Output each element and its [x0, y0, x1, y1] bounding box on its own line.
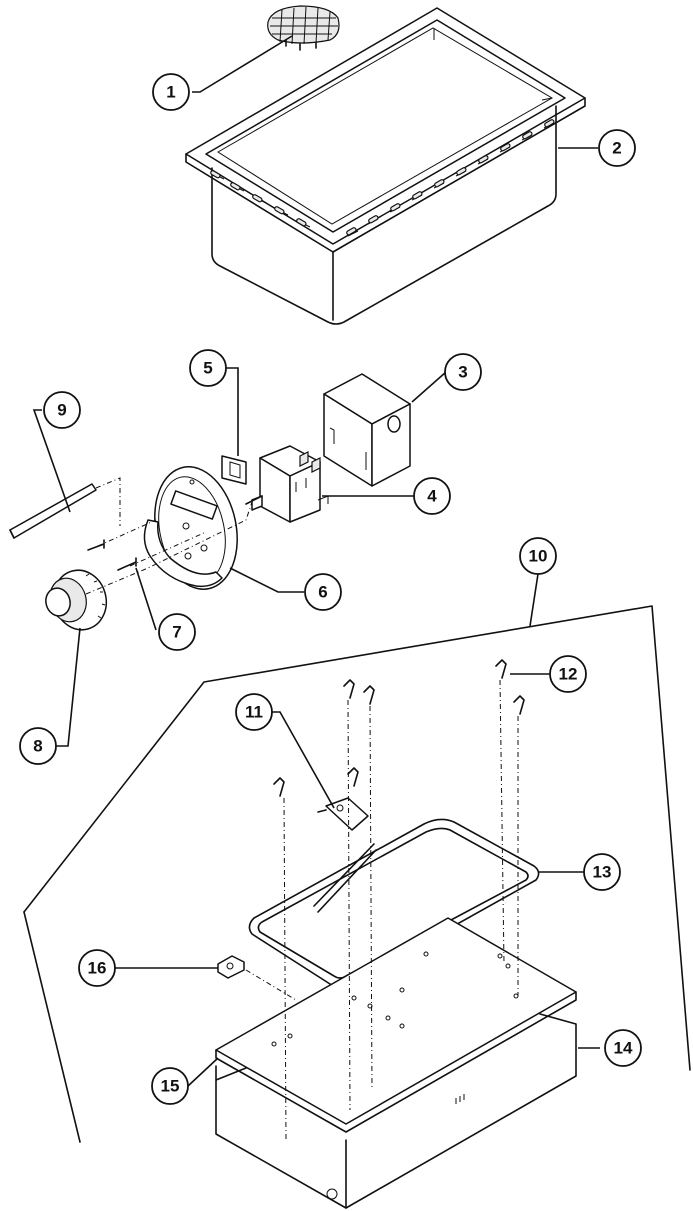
callout-7: 7	[158, 613, 196, 651]
callout-14: 14	[604, 1029, 642, 1067]
callout-label: 4	[427, 487, 437, 506]
callout-label: 14	[614, 1039, 633, 1058]
callout-13: 13	[583, 853, 621, 891]
callout-label: 7	[172, 623, 181, 642]
callout-label: 11	[245, 703, 263, 722]
callout-label: 15	[161, 1077, 180, 1096]
callout-15: 15	[151, 1067, 189, 1105]
callout-4: 4	[413, 477, 451, 515]
callout-label: 6	[318, 583, 327, 602]
part-shaft-rod	[9, 483, 97, 539]
callout-1: 1	[152, 73, 190, 111]
part-heater-assembly-outline	[23, 605, 691, 1143]
part-control-knob	[45, 569, 108, 631]
callout-9: 9	[43, 391, 81, 429]
callout-label: 13	[593, 863, 612, 882]
part-limit-switch	[317, 797, 369, 831]
callout-label: 1	[166, 83, 175, 102]
callout-16: 16	[78, 949, 116, 987]
part-housing	[215, 1013, 577, 1209]
part-insulation-plate	[215, 917, 577, 1133]
part-thermostat	[245, 445, 329, 523]
callout-5: 5	[189, 349, 227, 387]
part-gasket	[221, 455, 247, 485]
part-screws	[87, 539, 137, 571]
callout-label: 3	[458, 363, 467, 382]
part-junction-box	[323, 373, 411, 487]
callout-label: 16	[88, 959, 107, 978]
part-element-clips	[273, 659, 525, 797]
part-terminal-block	[217, 955, 245, 979]
callout-label: 2	[612, 139, 621, 158]
callout-6: 6	[304, 573, 342, 611]
callout-3: 3	[444, 353, 482, 391]
callout-label: 5	[203, 359, 212, 378]
part-mounting-bezel	[143, 466, 238, 590]
callout-11: 11	[235, 693, 273, 731]
leader-lines	[32, 35, 600, 1087]
callout-label: 12	[559, 665, 578, 684]
callout-label: 9	[57, 401, 66, 420]
assembly-lines-lower	[245, 679, 519, 1141]
part-strainer	[267, 5, 340, 51]
callout-label: 10	[529, 547, 548, 566]
callout-label: 8	[33, 737, 42, 756]
callout-10: 10	[519, 537, 557, 575]
part-well-pan	[185, 7, 586, 325]
callout-8: 8	[19, 727, 57, 765]
assembly-lines-upper	[85, 477, 253, 595]
callout-12: 12	[549, 655, 587, 693]
callout-2: 2	[598, 129, 636, 167]
